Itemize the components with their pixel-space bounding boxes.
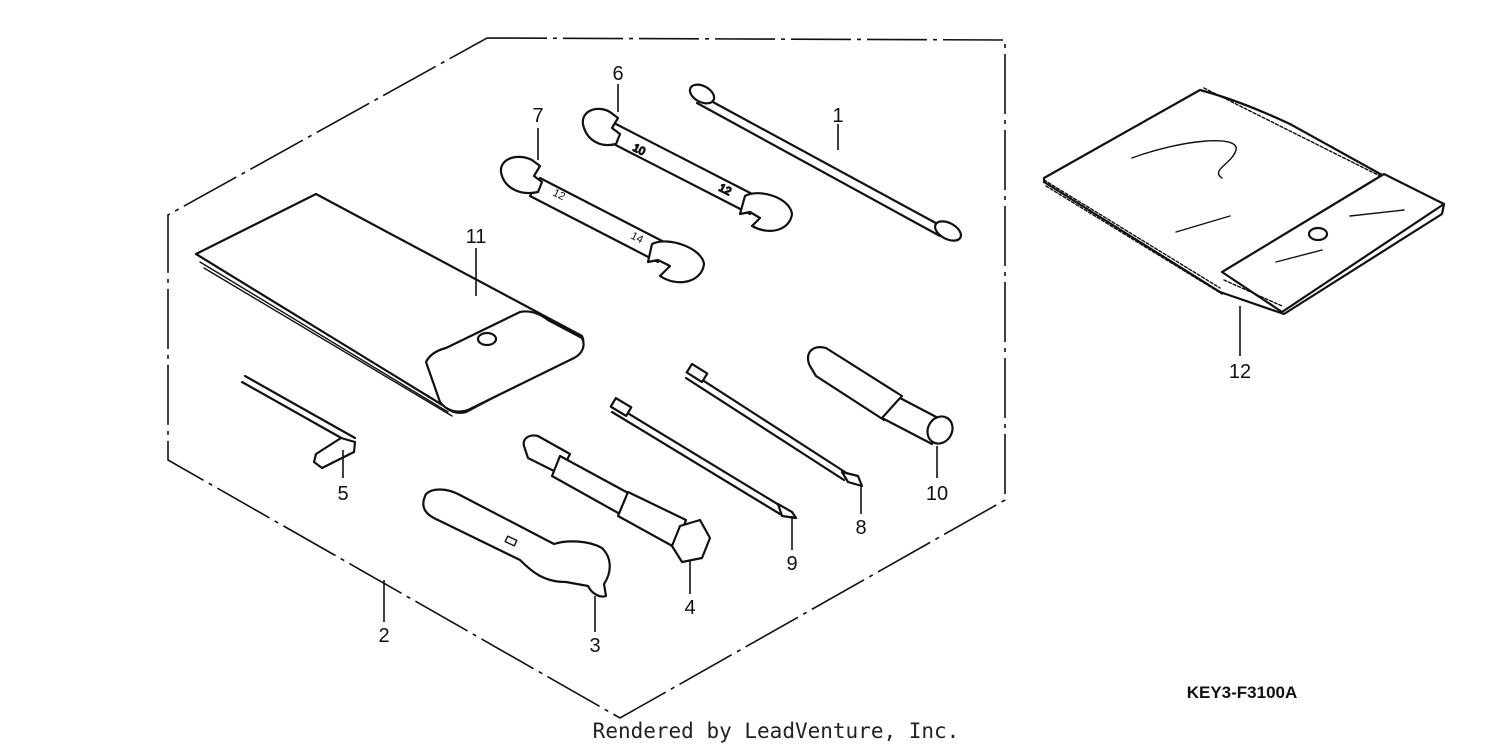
callout-numbers: 1 2 3 4 5 6 7 8 9 10 11 12 (337, 63, 1251, 657)
callout-6[interactable]: 6 (612, 63, 623, 85)
part-6-open-end-wrench[interactable]: 10 12 (581, 107, 794, 232)
part-7-open-end-wrench[interactable]: 12 14 (499, 155, 706, 284)
callout-3[interactable]: 3 (589, 635, 600, 657)
assembly-frame (167, 37, 1006, 719)
part-10-screwdriver-handle[interactable] (806, 346, 957, 448)
callout-1[interactable]: 1 (832, 105, 843, 127)
callout-5[interactable]: 5 (337, 483, 348, 505)
callout-4[interactable]: 4 (684, 597, 695, 619)
part-12-tool-pouch[interactable] (1042, 87, 1446, 316)
wrench-6-mark-a: 10 (631, 142, 647, 158)
wrench-6-mark-b: 12 (717, 182, 733, 198)
wrench-7-mark-b: 14 (629, 230, 645, 246)
part-11-tool-bag[interactable] (194, 192, 585, 417)
part-4-spark-plug-wrench[interactable] (522, 434, 712, 564)
leader-lines (342, 84, 1241, 632)
callout-2[interactable]: 2 (378, 625, 389, 647)
part-9-flat-screwdriver-blade[interactable] (609, 396, 798, 520)
callout-11[interactable]: 11 (466, 226, 487, 248)
wrench-7-mark-a: 12 (551, 187, 567, 203)
part-8-phillips-screwdriver-blade[interactable] (684, 362, 864, 488)
credit-line: Rendered by LeadVenture, Inc. (593, 719, 960, 743)
callout-7[interactable]: 7 (532, 105, 543, 127)
reference-code: KEY3-F3100A (1187, 683, 1298, 702)
part-5-hex-key[interactable] (240, 374, 357, 470)
part-1-wrench-bar[interactable] (687, 81, 964, 245)
callout-12[interactable]: 12 (1229, 361, 1251, 383)
part-3-pin-spanner[interactable] (422, 488, 611, 598)
callout-10[interactable]: 10 (926, 483, 948, 505)
callout-8[interactable]: 8 (855, 517, 866, 539)
callout-9[interactable]: 9 (786, 553, 797, 575)
